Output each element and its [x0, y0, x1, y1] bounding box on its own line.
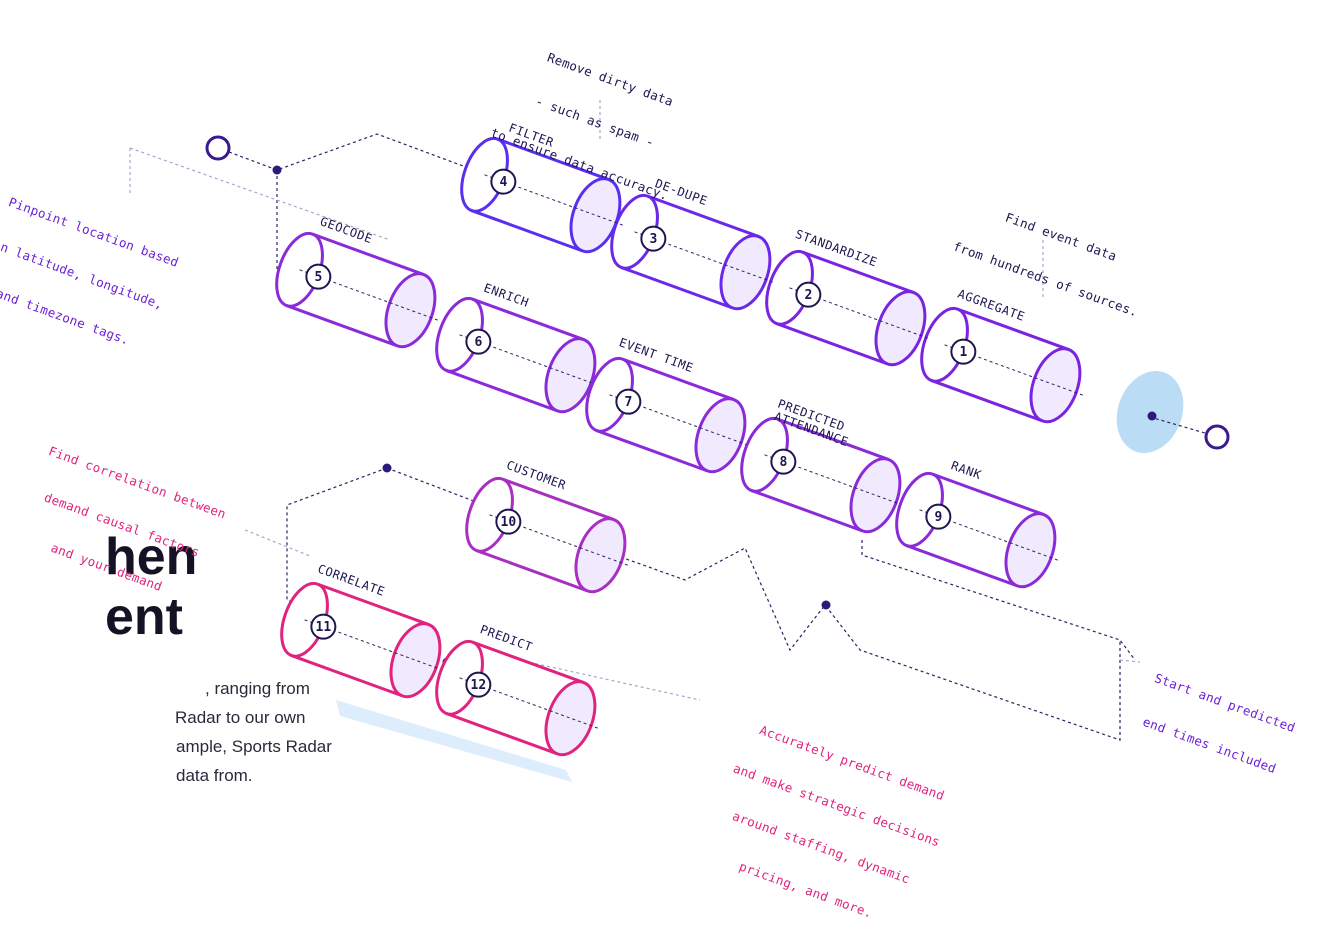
body-line-4: data from.: [176, 766, 253, 785]
leader-5: [244, 529, 311, 557]
body-line-2: Radar to our own: [175, 708, 306, 727]
annotation-predict-line-3: around staffing, dynamic: [730, 808, 913, 887]
cylinder-edge: [502, 477, 614, 521]
connector-1: [228, 133, 491, 177]
annotation-predict-line-2: and make strategic decisions: [731, 760, 943, 850]
cylinder-edge: [472, 297, 584, 341]
cylinder-edge: [777, 417, 889, 461]
leader-6: [464, 647, 701, 701]
junction-dot-6: [1147, 411, 1157, 421]
stage-number-badge: [770, 448, 797, 475]
stage-number: 8: [779, 455, 787, 470]
connector-7: [861, 540, 1121, 641]
junction-dot-3: [821, 600, 831, 610]
stage-number: 9: [934, 510, 942, 525]
connector-lines: [129, 100, 1230, 782]
stage-number: 4: [499, 175, 507, 190]
stage-number-badge: [950, 338, 977, 365]
stage-number: 10: [501, 515, 517, 530]
cylinder-edge: [622, 357, 734, 401]
cylinder-edge: [471, 209, 583, 253]
annotation-predict-line-4: pricing, and more.: [737, 858, 875, 921]
stage-number: 7: [624, 395, 632, 410]
connector-5: [386, 467, 493, 509]
stage-number-badge: [795, 281, 822, 308]
cylinder-edge: [472, 640, 584, 684]
cylinder-edge: [317, 582, 429, 626]
cylinder-edge: [957, 307, 1069, 351]
cylinder-edge: [446, 712, 558, 756]
cylinder-edge: [476, 549, 588, 593]
start-node-icon: [205, 135, 231, 161]
junction-dot-2: [382, 463, 392, 473]
cylinder-edge: [647, 194, 759, 238]
stage-3: 3DE-DUPE: [610, 176, 774, 311]
stage-number: 6: [474, 335, 482, 350]
stage-number-badge: [615, 388, 642, 415]
cylinder-edge: [906, 544, 1018, 588]
stage-number-badge: [465, 328, 492, 355]
body-line-1: , ranging from: [205, 679, 310, 698]
stage-number: 12: [471, 678, 487, 693]
cylinder-edge: [312, 232, 424, 276]
stage-number: 11: [316, 620, 332, 635]
cylinder-edge: [776, 322, 888, 366]
heading-line-1: hen: [105, 528, 198, 586]
cylinder-edge: [446, 369, 558, 413]
cylinder-edge: [932, 472, 1044, 516]
heading-line-2: ent: [105, 588, 183, 646]
stage-number-badge: [490, 168, 517, 195]
stage-number: 2: [804, 288, 812, 303]
pipeline-diagram: 1AGGREGATE2STANDARDIZE3DE-DUPE4FILTER5GE…: [129, 100, 1230, 782]
cylinder-edge: [291, 654, 403, 698]
stage-number: 1: [959, 345, 967, 360]
stage-number-badge: [640, 225, 667, 252]
junction-dot-1: [272, 165, 282, 175]
cylinder-edge: [621, 266, 733, 310]
body-line-3: ample, Sports Radar: [176, 737, 332, 756]
cylinder-edge: [286, 304, 398, 348]
stage-number-badge: [305, 263, 332, 290]
cylinder-edge: [497, 137, 609, 181]
cylinder-edge: [931, 379, 1043, 423]
stage-number-badge: [495, 508, 522, 535]
stage-number-badge: [310, 613, 337, 640]
stage-cylinders: 1AGGREGATE2STANDARDIZE3DE-DUPE4FILTER5GE…: [275, 121, 1084, 757]
stage-number: 3: [649, 232, 657, 247]
stage-label: RANK: [949, 458, 983, 482]
ground-shadow: [336, 700, 572, 782]
cylinder-edge: [802, 250, 914, 294]
stage-number-badge: [925, 503, 952, 530]
end-node-icon: [1204, 424, 1230, 450]
stage-9: 9 RANK: [895, 458, 1059, 589]
stage-number-badge: [465, 671, 492, 698]
connector-6: [614, 547, 1136, 741]
leader-7: [1119, 659, 1141, 663]
cylinder-edge: [596, 429, 708, 473]
leader-4: [129, 147, 391, 241]
stage-number: 5: [314, 270, 322, 285]
cylinder-edge: [751, 489, 863, 533]
